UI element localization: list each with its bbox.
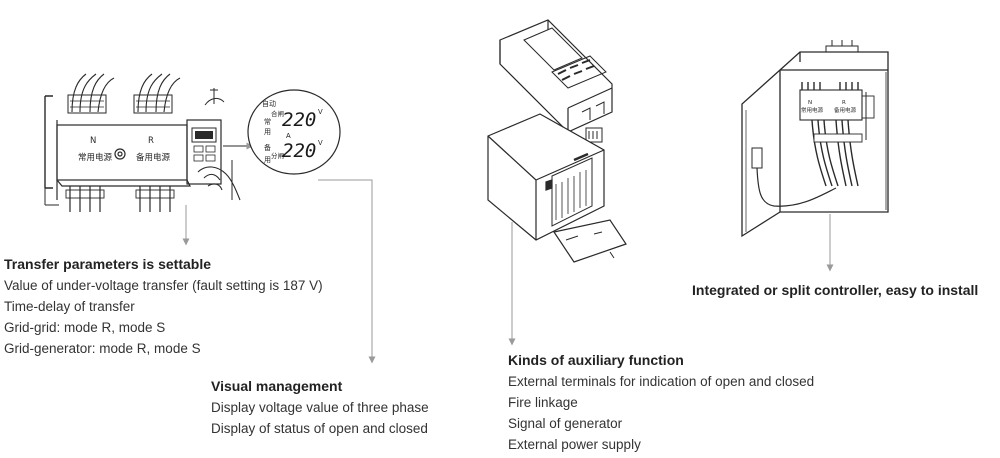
auxiliary-title: Kinds of auxiliary function [508,352,684,368]
display-unit-top: V [318,109,323,116]
n-name: 常用电源 [78,152,113,163]
display-close-label: 合闸 [271,109,284,118]
auxiliary-line-4: External power supply [508,437,641,452]
auxiliary-line-3: Signal of generator [508,416,623,431]
display-unit-bottom: V [318,140,323,147]
display-label-2: 用 [264,128,271,136]
cabinet-right-letter: R [842,100,846,106]
cabinet-left-letter: N [808,100,812,106]
transfer-line-3: Grid-grid: mode R, mode S [4,320,166,335]
install-section: Integrated or split controller, easy to … [692,280,978,301]
visual-title: Visual management [211,378,343,394]
transfer-line-2: Time-delay of transfer [4,299,135,314]
callout-lines [182,179,834,364]
r-name: 备用电源 [136,152,171,163]
display-voltage-bottom: 220 [282,140,316,162]
transfer-switch-illustration [44,73,241,212]
transfer-line-1: Value of under-voltage transfer (fault s… [4,278,323,293]
cabinet-illustration [741,40,889,238]
visual-line-1: Display voltage value of three phase [211,400,429,415]
top-cables [67,73,181,114]
display-label-auto: 自动 [262,99,276,108]
visual-section: Visual management Display voltage value … [211,376,429,439]
display-label-4: 用 [264,156,271,164]
visual-callout-arrow [318,179,376,364]
visual-line-2: Display of status of open and closed [211,421,428,436]
r-letter: R [148,136,154,146]
display-label-3: 备 [264,143,271,152]
transfer-line-4: Grid-generator: mode R, mode S [4,341,201,356]
cabinet-right-label: 备用电源 [834,106,857,114]
display-mid-mark: A [286,133,291,140]
auxiliary-line-2: Fire linkage [508,395,578,410]
lcd-display-illustration [247,89,341,175]
auxiliary-line-1: External terminals for indication of ope… [508,374,815,389]
n-letter: N [90,136,96,146]
display-open-label: 分闸 [271,151,284,160]
cabinet-left-label: 常用电源 [801,106,824,114]
transfer-title: Transfer parameters is settable [4,256,211,272]
display-voltage-top: 220 [282,109,316,131]
display-label-1: 常 [264,117,271,126]
install-title: Integrated or split controller, easy to … [692,282,979,298]
controller-illustration [487,19,627,263]
transfer-section: Transfer parameters is settable Value of… [4,254,323,359]
auxiliary-section: Kinds of auxiliary function External ter… [508,350,814,455]
